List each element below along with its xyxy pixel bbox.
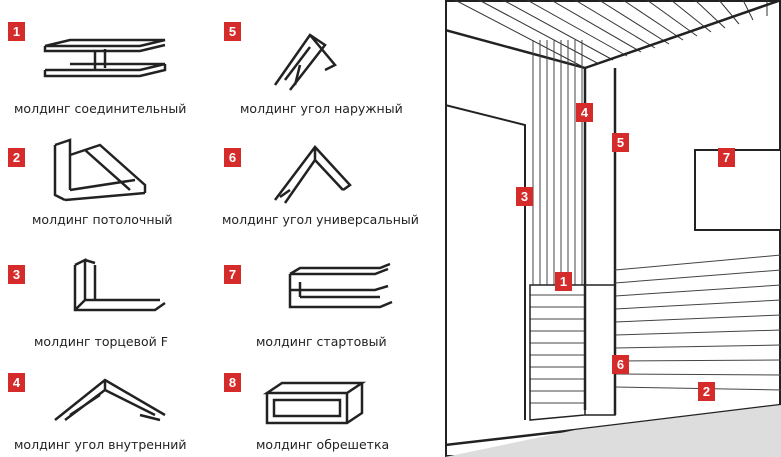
starter-molding-icon — [288, 262, 393, 309]
label-1: молдинг соединительный — [14, 101, 187, 116]
ceiling-panel-line — [526, 0, 628, 57]
ceiling-panel-line — [694, 0, 726, 29]
room-badge-6: 6 — [612, 355, 629, 374]
ceiling-panel-line — [718, 0, 740, 25]
wall-panel-line — [614, 284, 781, 297]
universal-corner-molding-icon — [274, 145, 352, 204]
wall-panel-line — [614, 373, 781, 376]
label-5: молдинг угол наружный — [240, 101, 403, 116]
wall-panel-line — [614, 269, 781, 284]
wall-panel-line — [614, 314, 781, 323]
ceiling-panel-line — [598, 0, 670, 45]
outer-corner-molding-icon — [273, 33, 337, 91]
badge-4: 4 — [8, 373, 25, 392]
badge-1: 1 — [8, 22, 25, 41]
ceiling-panel-line — [646, 0, 698, 37]
ceiling-panel-line — [454, 0, 586, 69]
label-6: молдинг угол универсальный — [222, 212, 419, 227]
room-badge-5: 5 — [612, 133, 629, 152]
room-installation-illustration — [445, 0, 781, 457]
room-badge-1: 1 — [555, 272, 572, 291]
badge-6: 6 — [224, 148, 241, 167]
room-badge-7: 7 — [718, 148, 735, 167]
label-4: молдинг угол внутренний — [14, 437, 187, 452]
wall-panel-line — [614, 359, 781, 362]
inner-corner-molding-icon — [54, 378, 166, 422]
label-2: молдинг потолочный — [32, 212, 173, 227]
badge-3: 3 — [8, 265, 25, 284]
ceiling-molding-icon — [53, 138, 147, 202]
wall-panel-line — [614, 254, 781, 271]
ceiling-panel-line — [478, 0, 600, 65]
room-badge-3: 3 — [516, 187, 533, 206]
wall-panel-line — [614, 299, 781, 310]
label-7: молдинг стартовый — [256, 334, 387, 349]
room-badge-4: 4 — [576, 103, 593, 122]
ceiling-panel-line — [574, 0, 656, 49]
label-3: молдинг торцевой F — [34, 334, 168, 349]
ceiling-panel-line — [622, 0, 684, 41]
wall-panel-line — [614, 329, 781, 336]
end-molding-f-icon — [73, 257, 166, 312]
ceiling-panel-line — [742, 0, 754, 21]
wall-panel-line — [614, 344, 781, 349]
badge-5: 5 — [224, 22, 241, 41]
batten-molding-icon — [262, 381, 367, 425]
badge-7: 7 — [224, 265, 241, 284]
ceiling-panel-line — [550, 0, 642, 53]
label-8: молдинг обрешетка — [256, 437, 390, 452]
connecting-molding-icon — [43, 38, 167, 78]
badge-2: 2 — [8, 148, 25, 167]
badge-8: 8 — [224, 373, 241, 392]
room-badge-2: 2 — [698, 382, 715, 401]
ceiling-panel-line — [502, 0, 614, 61]
